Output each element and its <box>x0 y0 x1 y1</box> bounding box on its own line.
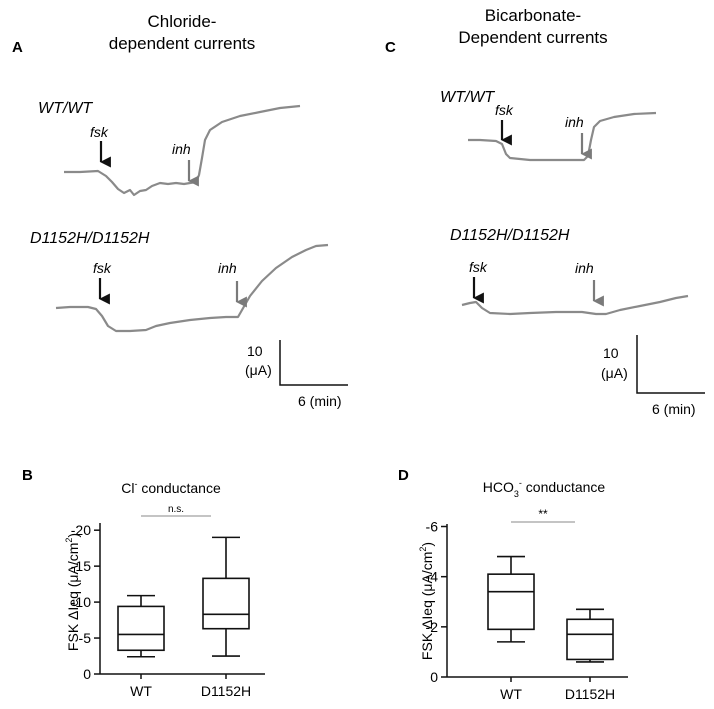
inh-label: inh <box>218 260 237 276</box>
chart-d-x-tick-label: WT <box>500 686 522 702</box>
chart-d-box-wt <box>487 573 535 631</box>
scale-unit: (μA) <box>601 365 628 381</box>
scale-bar: 10 (μA) 6 (min) <box>245 340 348 409</box>
trace-label-wt: WT/WT <box>440 89 495 106</box>
trace-label-d1152h: D1152H/D1152H <box>450 227 570 244</box>
panel-c-title-line1: Bicarbonate- <box>485 6 581 25</box>
chart-d-y-tick-label: 0 <box>430 669 438 685</box>
panel-a-title-line1: Chloride- <box>148 12 217 31</box>
trace-label-d1152h: D1152H/D1152H <box>30 230 150 247</box>
panel-c-title-line2: Dependent currents <box>458 28 607 47</box>
chart-b-title: Cl- conductance <box>121 479 221 496</box>
fsk-label: fsk <box>495 102 514 118</box>
chart-d-y-tick-label: -6 <box>426 519 439 535</box>
scale-time: 6 (min) <box>298 393 342 409</box>
chart-b-y-tick-label: -10 <box>71 594 91 610</box>
fsk-label: fsk <box>93 260 112 276</box>
panel-a: A Chloride- dependent currents WT/WT fsk… <box>12 12 348 409</box>
chart-b-box-wt <box>117 605 165 652</box>
scale-time: 6 (min) <box>652 401 696 417</box>
chart-b-y-tick-label: -5 <box>79 630 92 646</box>
chart-b-x-tick-label: D1152H <box>201 683 251 699</box>
chart-b-y-tick-label: 0 <box>83 666 91 682</box>
panel-letter-b: B <box>22 467 33 484</box>
chart-d-title: HCO3- conductance <box>483 478 606 499</box>
chart-b-y-tick-label: -15 <box>71 558 91 574</box>
panel-letter-d: D <box>398 467 409 484</box>
inh-label: inh <box>565 114 584 130</box>
trace-d1152h-chloride <box>55 243 329 333</box>
chart-d-box-d1152h <box>566 618 614 661</box>
fsk-label: fsk <box>90 124 109 140</box>
scale-value: 10 <box>247 343 263 359</box>
chart-b-y-tick-label: -20 <box>71 522 91 538</box>
chart-b-x-tick-label: WT <box>130 683 152 699</box>
chart-d-y-tick-label: -4 <box>426 569 439 585</box>
scale-bar: 10 (μA) 6 (min) <box>601 335 705 417</box>
chart-d-x-tick-label: D1152H <box>565 686 615 702</box>
chart-d-y-axis-label: FSK ΔIeq (μA/cm2) <box>418 542 435 660</box>
fsk-label: fsk <box>469 259 488 275</box>
trace-label-wt: WT/WT <box>38 100 93 117</box>
panel-b: B Cl- conductance FSK ΔIeq (μA/cm2) 0 -5 -… <box>22 467 265 699</box>
chart-d-significance-label: ** <box>538 507 548 521</box>
chart-b-box-d1152h <box>202 577 250 630</box>
panel-c: C Bicarbonate- Dependent currents WT/WT … <box>385 6 705 417</box>
chart-b-significance-label: n.s. <box>168 504 184 515</box>
panel-letter-a: A <box>12 39 23 56</box>
panel-d: D HCO3- conductance FSK ΔIeq (μA/cm2) 0 -… <box>398 467 628 702</box>
panel-a-title-line2: dependent currents <box>109 34 256 53</box>
chart-d-y-tick-label: -2 <box>426 619 439 635</box>
panel-letter-c: C <box>385 39 396 56</box>
trace-wt-bicarbonate <box>468 111 657 162</box>
inh-label: inh <box>172 141 191 157</box>
trace-d1152h-bicarbonate <box>461 294 689 316</box>
scale-unit: (μA) <box>245 362 272 378</box>
inh-label: inh <box>575 260 594 276</box>
trace-wt-chloride <box>64 104 301 197</box>
chart-b-y-axis-label: FSK ΔIeq (μA/cm2) <box>64 533 81 651</box>
chart-d-plot: 0 -2 -4 -6WT D1152H ** <box>426 507 628 702</box>
scale-value: 10 <box>603 345 619 361</box>
